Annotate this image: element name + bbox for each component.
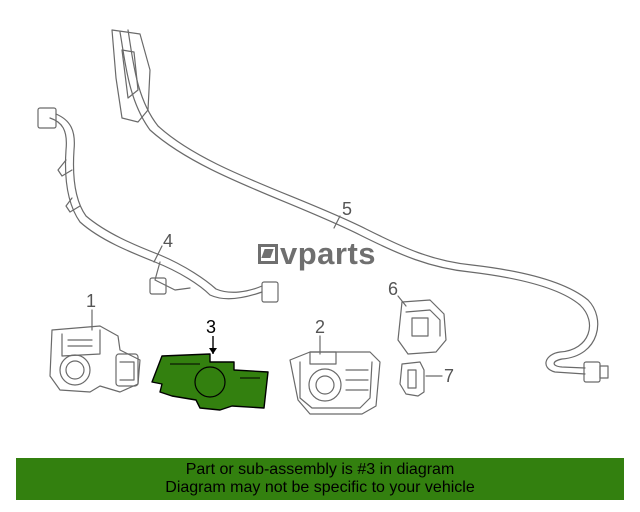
connector-6 <box>397 299 447 355</box>
sensor-retainer-2 <box>289 351 381 415</box>
callout-4: 4 <box>163 231 173 251</box>
info-banner: Part or sub-assembly is #3 in diagram Di… <box>16 458 624 500</box>
parking-sensor-1 <box>49 325 141 393</box>
highlighted-part-3 <box>151 336 269 411</box>
callout-3: 3 <box>206 317 216 337</box>
brand-watermark: vparts <box>258 236 376 272</box>
callout-5: 5 <box>342 199 352 219</box>
clip-7 <box>399 361 425 397</box>
watermark-text: vparts <box>280 236 377 271</box>
wiring-harness-4 <box>37 107 279 303</box>
wiring-harness-5 <box>111 29 609 383</box>
brand-logo-icon <box>258 244 278 264</box>
banner-line-2: Diagram may not be specific to your vehi… <box>165 479 475 496</box>
callout-7: 7 <box>444 366 454 386</box>
callout-2: 2 <box>315 317 325 337</box>
callout-6: 6 <box>388 279 398 299</box>
banner-line-1: Part or sub-assembly is #3 in diagram <box>185 461 455 478</box>
leader-lines <box>91 215 443 377</box>
callout-1: 1 <box>86 291 96 311</box>
